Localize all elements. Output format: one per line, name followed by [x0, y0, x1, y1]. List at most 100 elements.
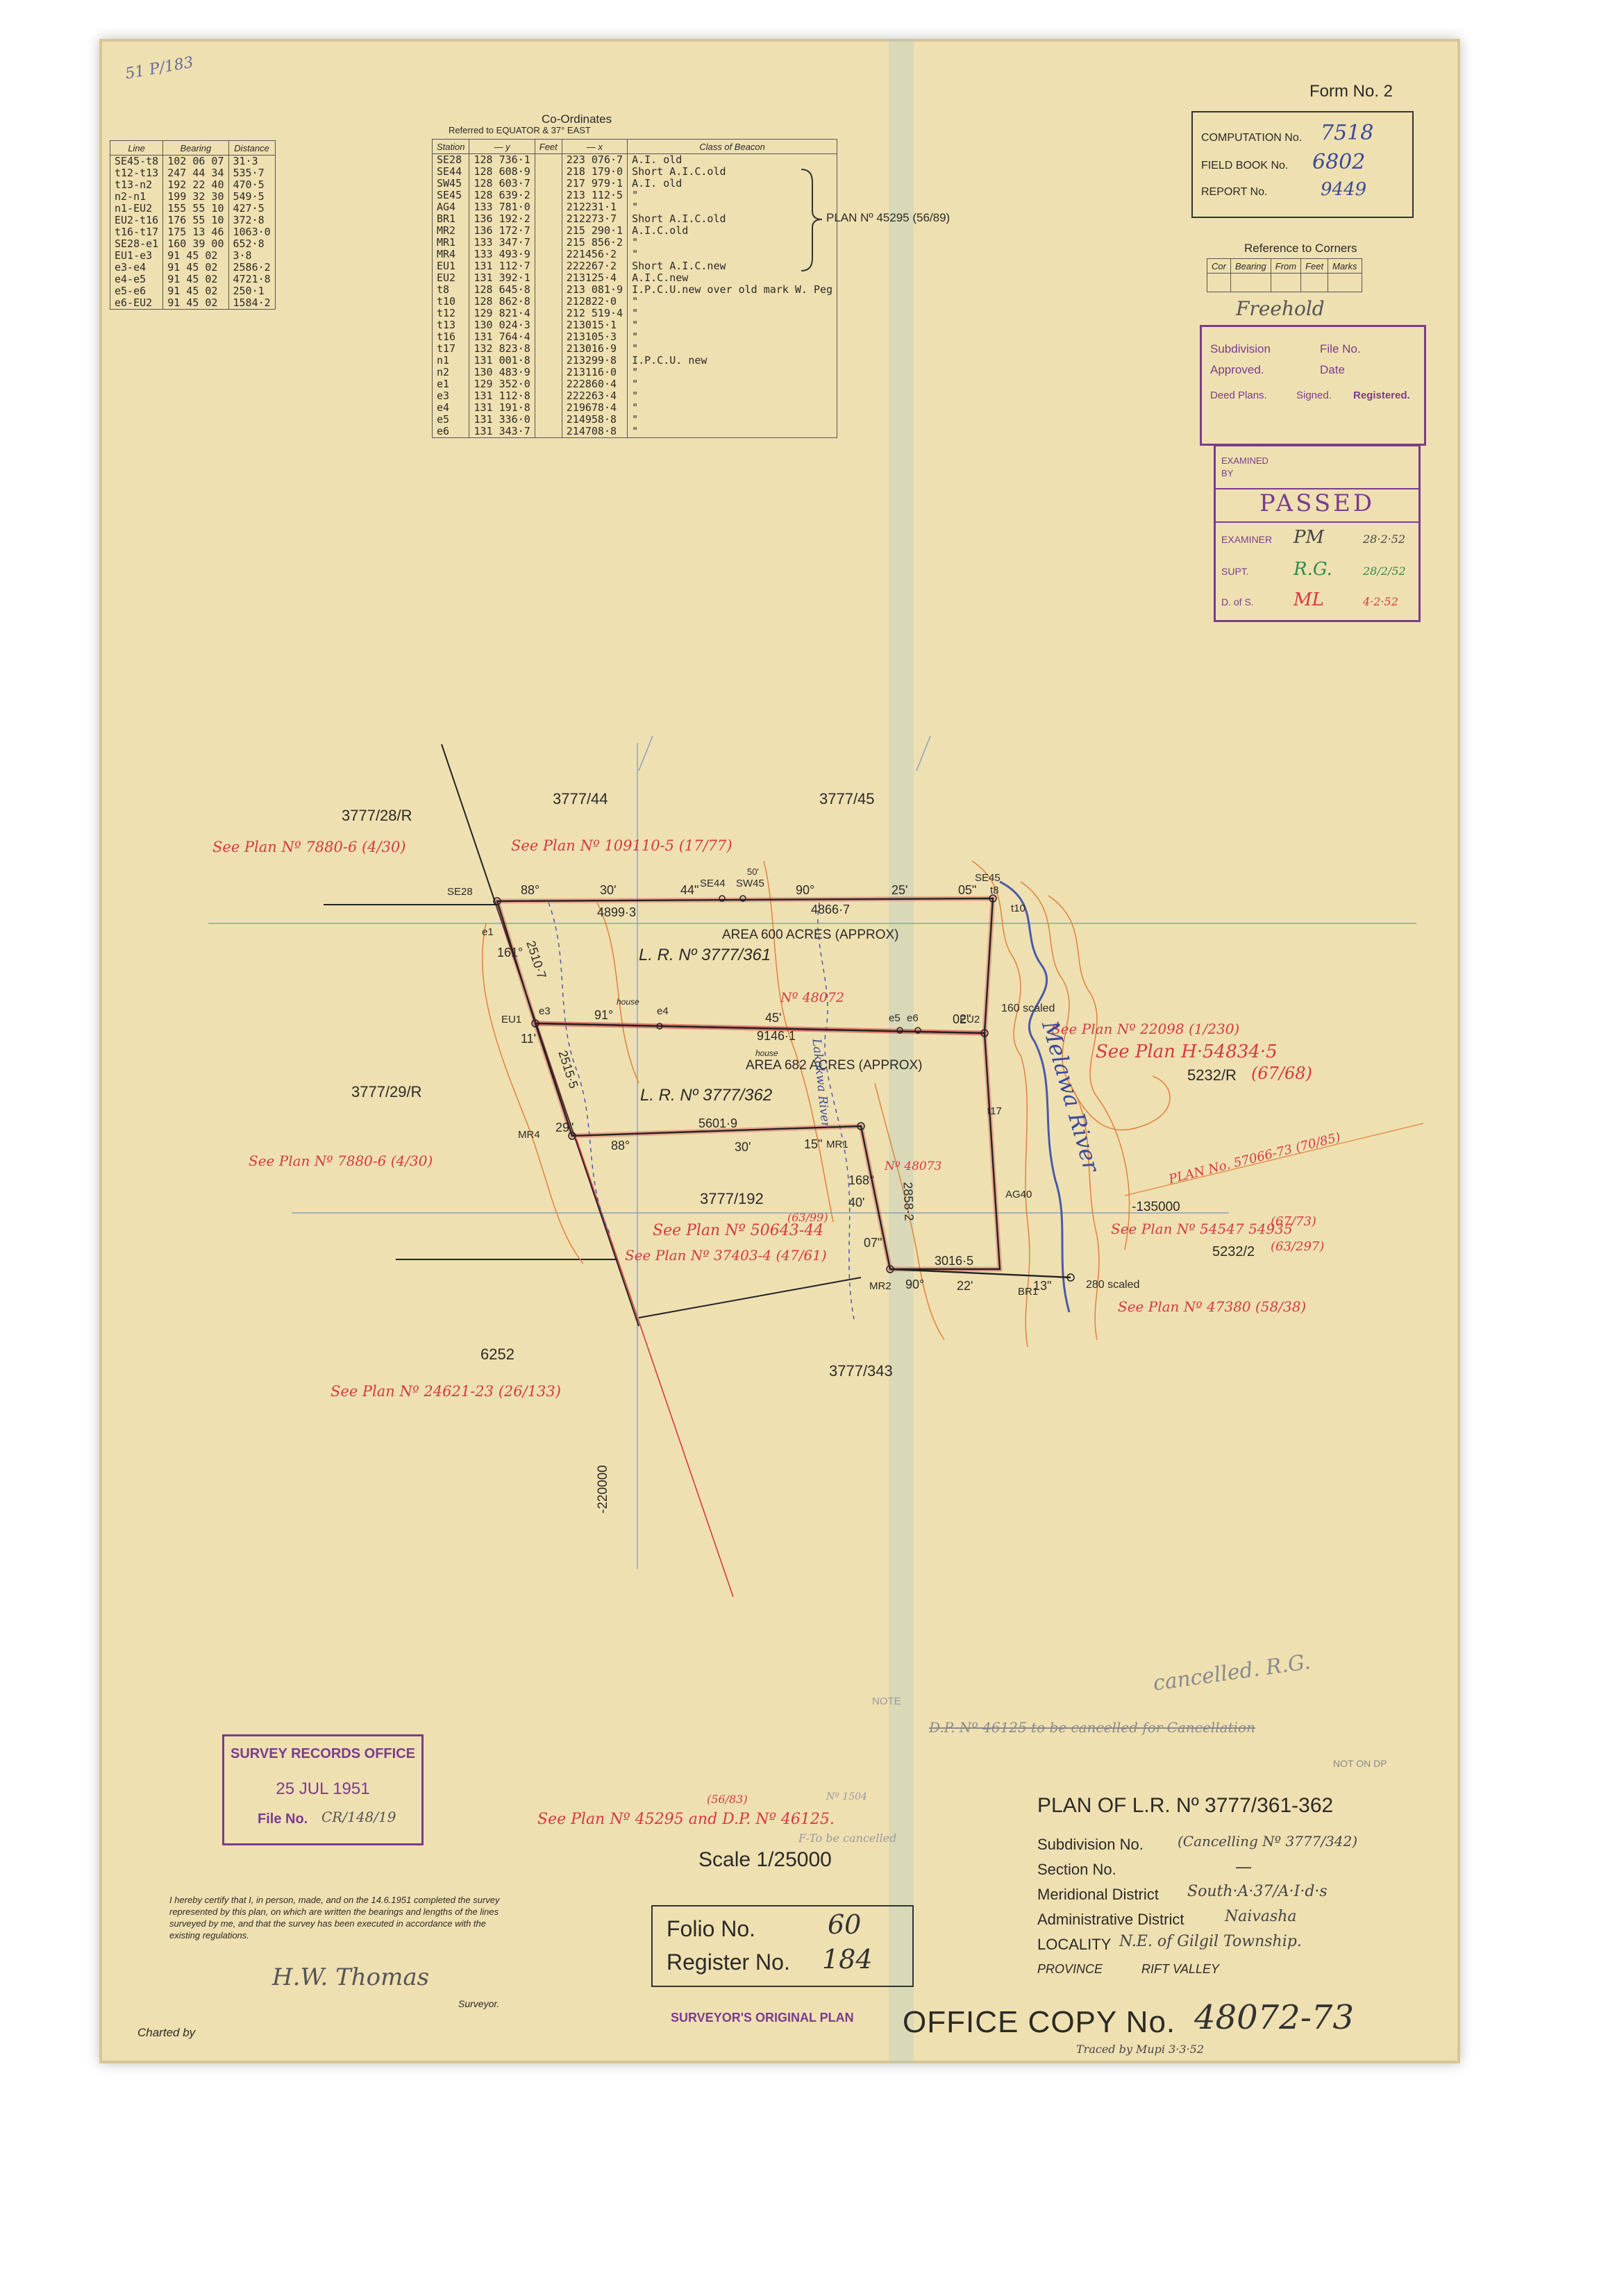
coordinates-station: MR4	[431, 249, 470, 260]
subdivision-no-value: (Cancelling Nº 3777/342)	[1178, 1833, 1358, 1850]
contour-1	[481, 923, 584, 1264]
bearing-label: 44"	[680, 883, 699, 897]
line-table-cell: 427·5	[228, 203, 276, 215]
line-table-cell: 155 55 10	[162, 203, 229, 215]
plan-bracket-note: PLAN Nº 45295 (56/89)	[826, 211, 951, 224]
registered-label: Registered.	[1353, 389, 1410, 401]
line-table-cell: n2-n1	[109, 191, 164, 203]
coordinates-y: 131 343·7	[469, 426, 535, 438]
bearing-label: 29"	[555, 1121, 574, 1134]
coordinates-station: e3	[431, 390, 470, 402]
line-table-cell: e6-EU2	[109, 297, 164, 310]
corners-header: From	[1270, 258, 1302, 274]
plan-ref-48072: Nº 48072	[780, 990, 845, 1005]
plan-title: PLAN OF L.R. Nº 3777/361-362	[1037, 1794, 1334, 1817]
station-label: e1	[482, 926, 494, 938]
coordinates-x: 222267·2	[561, 260, 628, 272]
bearing-label: 22'	[957, 1279, 973, 1293]
scaled-note-280: 280 scaled	[1086, 1279, 1140, 1291]
surveyor-label: Surveyor.	[458, 1998, 500, 2009]
coordinates-header: Station	[431, 139, 470, 154]
line-table-cell: 199 32 30	[162, 191, 229, 203]
contour-3	[763, 860, 834, 1223]
parcel-3777-29-R: 3777/29/R	[351, 1083, 422, 1100]
coordinates-x: 214708·8	[561, 426, 628, 438]
line-table-cell: 2586·2	[228, 262, 276, 274]
lr-361: L. R. Nº 3777/361	[639, 946, 771, 964]
bearing-label: 88°	[521, 883, 540, 897]
plan-line-57066	[1124, 1123, 1424, 1196]
coordinates-y: 131 112·7	[469, 260, 535, 272]
coordinates-x: 215 856·2	[561, 237, 628, 249]
coordinates-beacon-class: "	[627, 414, 838, 426]
corners-title: Reference to Corners	[1244, 242, 1357, 255]
coordinates-header: — y	[469, 139, 535, 154]
parcel-3777-28-R: 3777/28/R	[342, 807, 412, 824]
coordinates-station: EU1	[431, 260, 470, 272]
parcel-361-highlight	[494, 896, 996, 1036]
meridional-district-value: South·A·37/A·I·d·s	[1187, 1883, 1328, 1900]
coordinates-y: 131 336·0	[469, 414, 535, 426]
coordinates-y: 136 192·2	[469, 213, 535, 225]
parcel-5232-2: 5232/2	[1212, 1244, 1255, 1259]
coordinates-station: AG4	[431, 201, 470, 213]
coordinates-x: 222263·4	[561, 390, 628, 402]
corners-header: Feet	[1300, 258, 1329, 274]
distance-4866: 4866·7	[811, 903, 851, 916]
records-office-title: SURVEY RECORDS OFFICE	[231, 1746, 415, 1761]
line-table-cell: e4-e5	[109, 274, 164, 285]
corners-header: Cor	[1207, 258, 1231, 274]
coordinates-beacon-class: A.I. old	[627, 178, 838, 190]
plan-ref-7880-top: See Plan Nº 7880-6 (4/30)	[212, 839, 406, 855]
melawa-river	[999, 880, 1071, 1313]
distance-5601: 5601·9	[698, 1116, 738, 1130]
line-table-cell: 470·5	[228, 179, 276, 191]
line-table-cell: 4721·8	[228, 274, 276, 285]
coordinates-station: EU2	[431, 272, 470, 284]
coordinates-y: 128 736·1	[469, 153, 535, 166]
coordinates-station: e5	[431, 414, 470, 426]
bearing-label: 168°	[848, 1173, 875, 1187]
line-mr2-br1	[889, 1268, 1071, 1279]
station-label: MR2	[869, 1280, 891, 1292]
coordinates-beacon-class: I.P.C.U. new	[627, 355, 838, 367]
distance-3016: 3016·5	[935, 1254, 974, 1268]
house-label-1: house	[617, 997, 639, 1007]
station-label: SE44	[700, 878, 726, 889]
coordinates-y: 128 603·7	[469, 178, 535, 190]
report-value: 9449	[1321, 179, 1367, 200]
station-label: t10	[1011, 903, 1025, 914]
line-table-cell: t16-t17	[109, 226, 164, 238]
station-label: AG40	[1005, 1189, 1032, 1200]
passed-stamp: EXAMINED BY PASSED EXAMINER PM 28·2·52 S…	[1214, 444, 1421, 622]
subdivision-label: Subdivision	[1210, 342, 1271, 355]
province-label: PROVINCE	[1037, 1962, 1103, 1976]
line-table-cell: 102 06 07	[162, 155, 229, 167]
house-label-2: house	[755, 1048, 778, 1058]
coordinates-beacon-class: "	[627, 237, 838, 249]
station-label: e4	[657, 1005, 669, 1017]
line-table-cell: 549·5	[228, 191, 276, 203]
coordinates-y: 136 172·7	[469, 225, 535, 237]
deed-plans-label: Deed Plans.	[1210, 389, 1267, 401]
coordinates-y: 130 024·3	[469, 319, 535, 331]
bearing-label: 161°	[497, 946, 524, 960]
line-table-cell: SE45-t8	[109, 155, 164, 167]
station-label: e3	[539, 1005, 551, 1017]
coordinates-header: Class of Beacon	[627, 139, 838, 154]
approved-label: Approved.	[1210, 363, 1264, 376]
coordinates-y: 128 639·2	[469, 190, 535, 201]
